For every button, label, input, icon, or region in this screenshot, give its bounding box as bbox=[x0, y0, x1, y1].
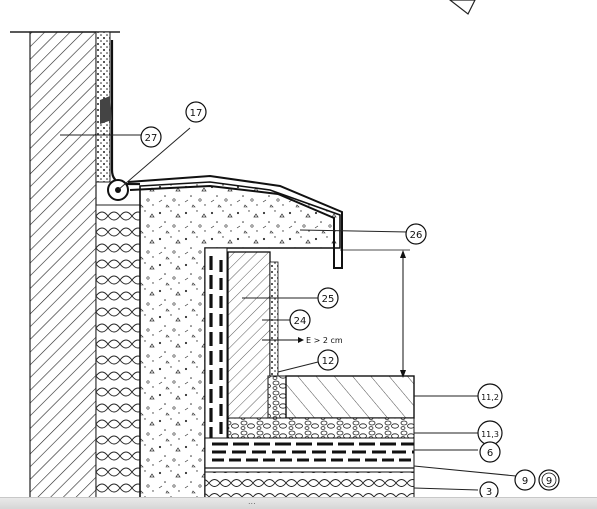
callout-11-3: 11,3 bbox=[477, 420, 503, 446]
wall-flashing bbox=[110, 40, 140, 186]
masonry-wall bbox=[29, 31, 97, 499]
wall-insulation bbox=[95, 204, 141, 499]
leader-17 bbox=[117, 127, 191, 191]
leader-9 bbox=[413, 465, 517, 477]
dimension-note: E > 2 cm bbox=[306, 336, 343, 345]
protection-wall bbox=[227, 251, 271, 431]
callout-11-2: 11,2 bbox=[477, 383, 503, 409]
svg-text:27: 27 bbox=[145, 133, 158, 144]
svg-text:25: 25 bbox=[322, 294, 335, 305]
vertical-membrane-dashes bbox=[209, 256, 223, 470]
svg-text:11,2: 11,2 bbox=[481, 393, 499, 402]
callout-12: 12 bbox=[317, 349, 339, 371]
roof-insulation bbox=[204, 471, 415, 499]
callout-26: 26 bbox=[405, 223, 427, 245]
callout-9-a: 9 bbox=[514, 469, 536, 491]
svg-text:12: 12 bbox=[322, 356, 335, 367]
svg-text:24: 24 bbox=[294, 316, 307, 327]
callout-9-b: 9 bbox=[538, 469, 560, 491]
status-text: ... bbox=[248, 497, 256, 506]
svg-text:9: 9 bbox=[546, 476, 552, 487]
viewer-status-bar: ... bbox=[0, 497, 597, 509]
leader-12 bbox=[277, 361, 319, 373]
leader-3 bbox=[413, 487, 479, 491]
svg-text:9: 9 bbox=[522, 476, 528, 487]
svg-text:11,3: 11,3 bbox=[481, 430, 499, 439]
callout-24: 24 bbox=[289, 309, 311, 331]
svg-text:26: 26 bbox=[410, 230, 423, 241]
screed-slab bbox=[285, 375, 415, 419]
svg-text:17: 17 bbox=[190, 108, 203, 119]
callout-25: 25 bbox=[317, 287, 339, 309]
horizontal-membranes bbox=[204, 437, 415, 473]
leader-26 bbox=[299, 229, 409, 233]
callout-17: 17 bbox=[185, 101, 207, 123]
callout-6: 6 bbox=[479, 441, 501, 463]
corner-fragment bbox=[449, 0, 476, 15]
svg-text:3: 3 bbox=[486, 487, 492, 498]
svg-text:6: 6 bbox=[487, 448, 493, 459]
flashing-fixing bbox=[100, 96, 112, 124]
callout-27: 27 bbox=[140, 126, 162, 148]
coping-cap bbox=[127, 174, 343, 269]
gravel-bed bbox=[227, 417, 415, 439]
